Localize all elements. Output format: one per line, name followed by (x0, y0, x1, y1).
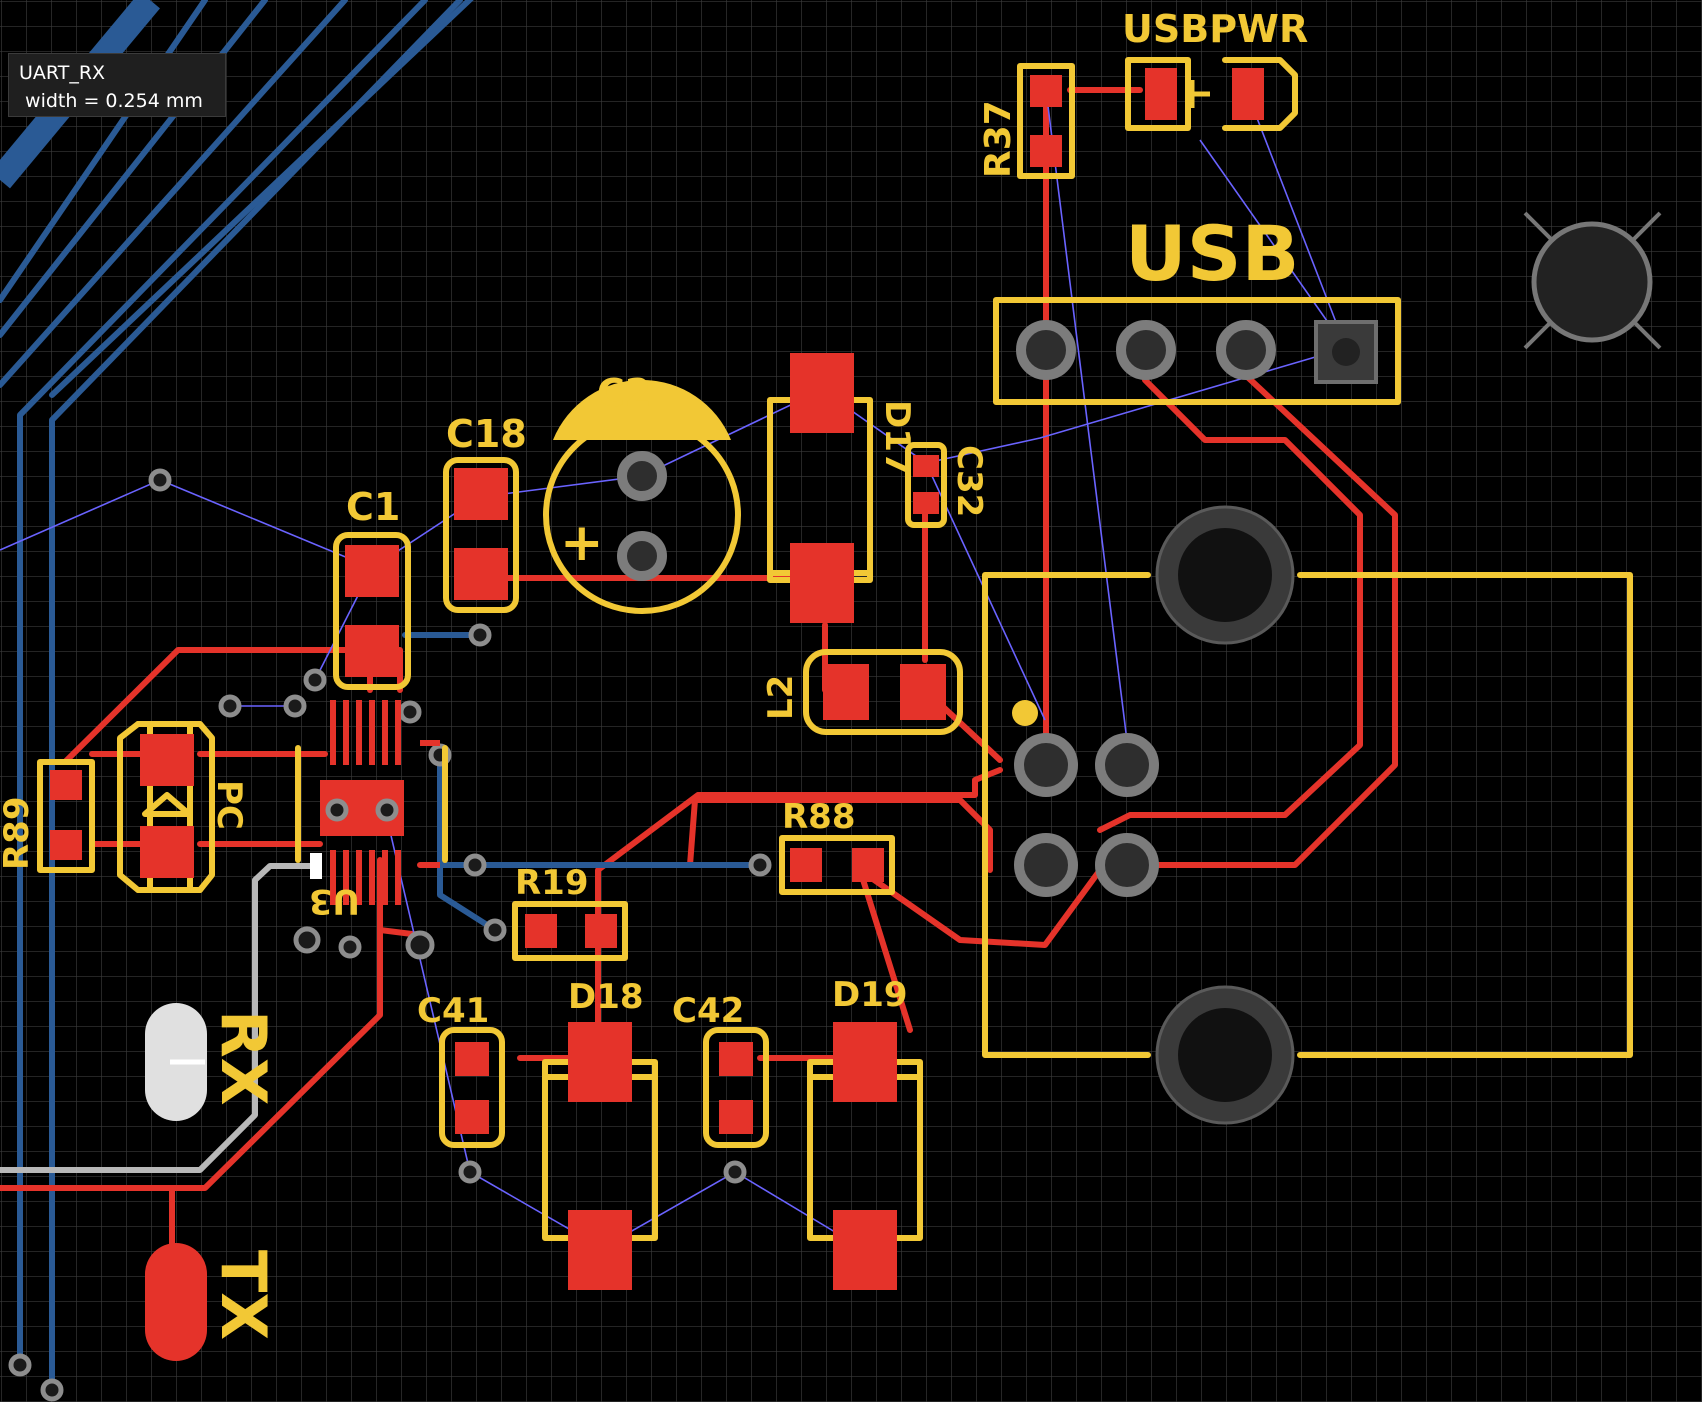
bottom-copper-traces[interactable] (402, 632, 763, 933)
rx-label: RX (207, 1010, 280, 1106)
top-copper-traces[interactable] (0, 77, 1398, 1293)
u3-label: U3 (309, 881, 360, 921)
polarity-plus: + (560, 513, 604, 573)
r19-resistor[interactable]: R19 (512, 863, 628, 961)
r37-resistor[interactable]: R37 (978, 63, 1075, 179)
vias[interactable] (8, 468, 772, 1402)
usb-header[interactable]: USB (993, 209, 1401, 405)
tooltip-net-name: UART_RX (19, 62, 106, 84)
c2-capacitor[interactable]: + C2 (543, 371, 741, 614)
net-tooltip: UART_RX width = 0.254 mm (8, 53, 226, 117)
l2-label: L2 (761, 675, 801, 720)
c18-label: C18 (446, 412, 527, 456)
c42-capacitor[interactable]: C42 (672, 991, 769, 1148)
d18-label: D18 (568, 977, 644, 1017)
r89-resistor[interactable]: R89 (0, 759, 95, 873)
l2-inductor[interactable]: L2 (761, 649, 963, 735)
d18-diode[interactable]: D18 (542, 977, 658, 1290)
c32-capacitor[interactable]: C32 (905, 442, 989, 528)
c41-label: C41 (417, 991, 489, 1031)
c42-label: C42 (672, 991, 744, 1031)
bottom-layer-bus[interactable] (0, 0, 480, 1393)
c41-capacitor[interactable]: C41 (417, 991, 505, 1148)
uart-rx-pad-highlight[interactable] (310, 853, 322, 879)
r89-label: R89 (0, 797, 37, 871)
usbpwr-led[interactable]: USBPWR (1122, 7, 1308, 131)
usb-connector-footprint[interactable] (982, 505, 1633, 1125)
usb-label: USB (1125, 209, 1299, 298)
tx-label: TX (207, 1250, 280, 1340)
d19-diode[interactable]: D19 (807, 975, 923, 1290)
usbpwr-label: USBPWR (1122, 7, 1308, 51)
c1-capacitor[interactable]: C1 (333, 485, 411, 690)
c1-label: C1 (346, 485, 400, 529)
c18-capacitor[interactable]: C18 (443, 412, 527, 613)
c2-label: C2 (597, 371, 651, 415)
d19-label: D19 (832, 975, 908, 1015)
r88-label: R88 (782, 797, 856, 837)
tx-test-pad[interactable]: TX (145, 1243, 280, 1361)
r19-label: R19 (515, 863, 589, 903)
pc-label: PC (209, 780, 249, 830)
rx-test-pad[interactable]: RX (145, 1003, 280, 1121)
pc-jumper[interactable]: PC (117, 721, 249, 893)
uart-rx-trace[interactable] (0, 863, 312, 1173)
tooltip-width: width = 0.254 mm (19, 90, 203, 112)
u3-ic[interactable]: U3 (295, 700, 448, 921)
r88-resistor[interactable]: R88 (779, 797, 895, 895)
r37-label: R37 (978, 100, 1019, 178)
d17-diode[interactable]: D17 (767, 353, 917, 623)
c32-label: C32 (949, 445, 989, 517)
mounting-hole (1523, 211, 1662, 350)
